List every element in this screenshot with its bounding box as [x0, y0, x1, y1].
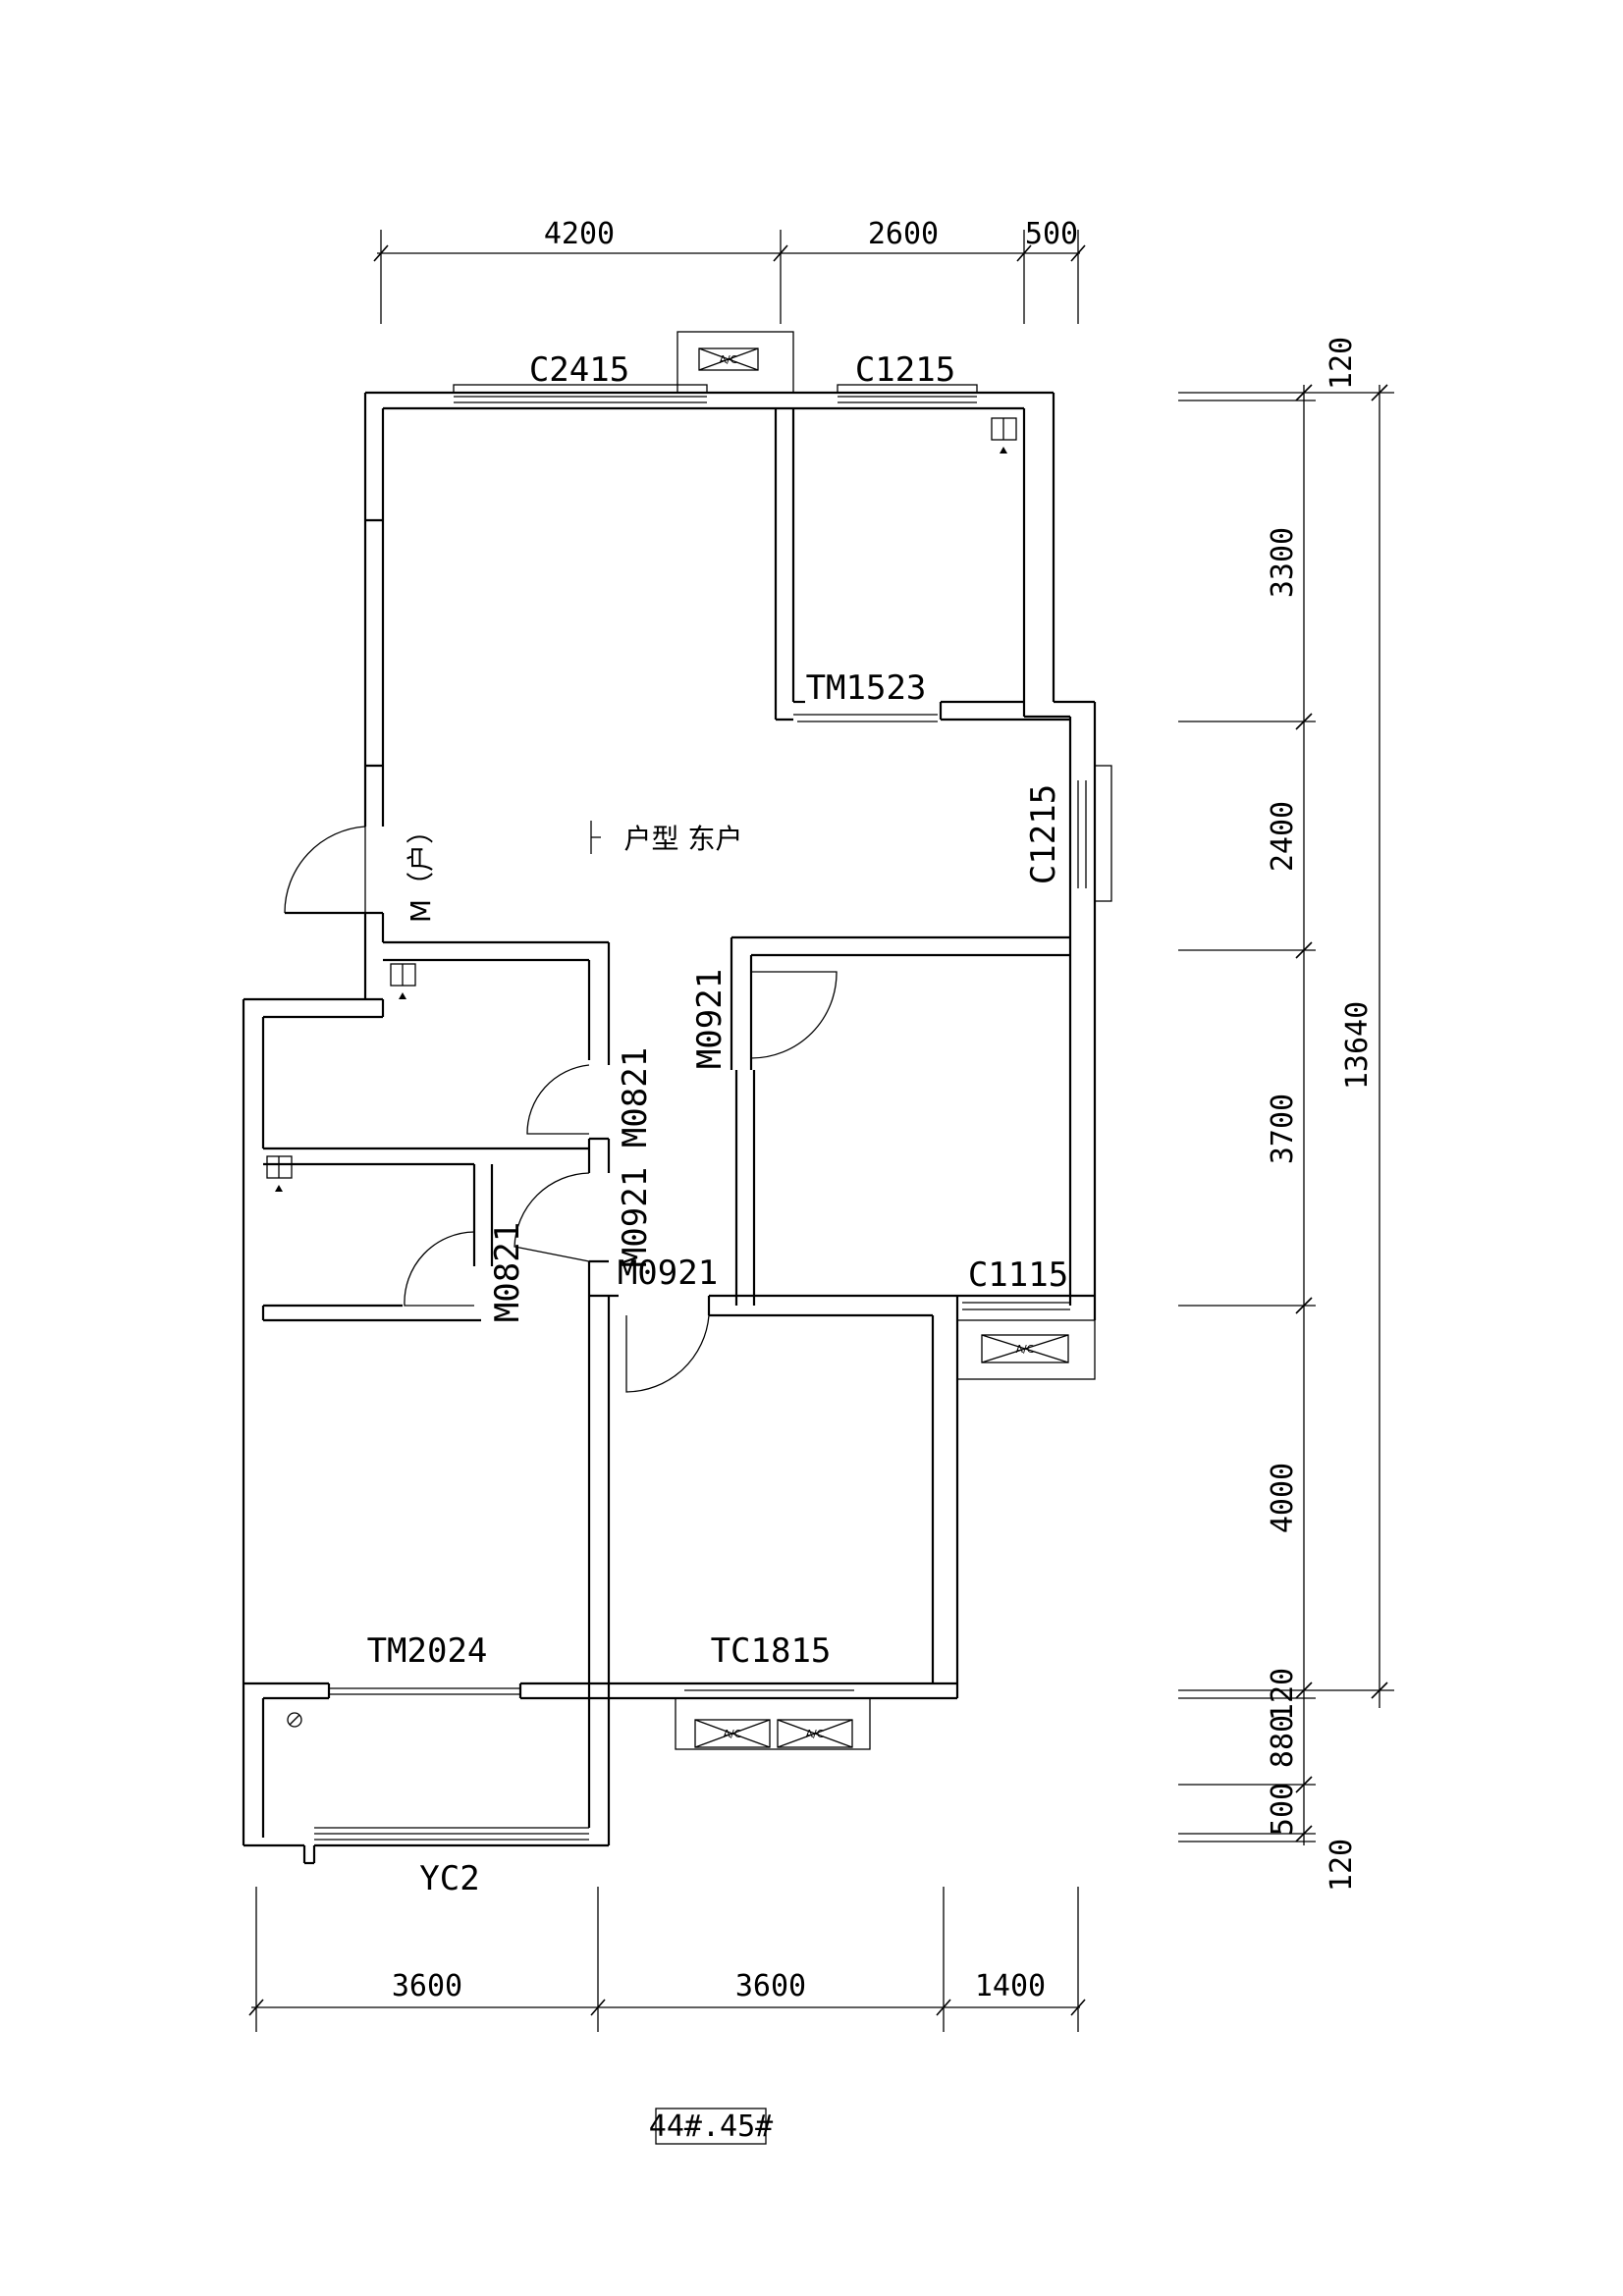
- label-entrance-door: M（户）: [405, 817, 437, 923]
- entrance-door: [284, 826, 366, 914]
- building-ref-text: 44#.45#: [649, 2109, 773, 2144]
- label-m0921-bedroom2: M0921: [690, 969, 730, 1069]
- label-c2415: C2415: [529, 350, 629, 390]
- dim-top-1: 4200: [544, 217, 615, 251]
- door-m0921-bath: [514, 1172, 590, 1262]
- window-c1215-top: [837, 384, 978, 403]
- duct-shaft-bath: [266, 1155, 293, 1192]
- dim-right-8: 500: [1266, 1783, 1300, 1836]
- window-c2415: [453, 384, 708, 403]
- label-m0821-kitchen: M0821: [616, 1047, 655, 1148]
- ac-label: A/C: [724, 1728, 742, 1740]
- sliding-door-tm1523: [793, 714, 938, 722]
- dim-right-3: 2400: [1266, 801, 1300, 872]
- ac-label: A/C: [720, 353, 738, 366]
- window-tc1815: [675, 1682, 871, 1750]
- label-tc1815: TC1815: [711, 1631, 832, 1671]
- ac-label: A/C: [1016, 1343, 1035, 1356]
- ac-unit-right: A/C: [956, 1319, 1096, 1380]
- label-m0821-wc: M0821: [488, 1222, 527, 1322]
- dim-right-6: 120: [1266, 1668, 1300, 1721]
- ac-label: A/C: [806, 1728, 825, 1740]
- door-m0821-wc: [404, 1231, 475, 1307]
- dim-right-9: 120: [1325, 1839, 1359, 1892]
- label-tm2024: TM2024: [367, 1631, 488, 1671]
- door-m0921-bedroom2: [750, 971, 838, 1059]
- dim-right-total: 13640: [1340, 1001, 1375, 1090]
- dim-bottom-3: 1400: [975, 1969, 1046, 2003]
- ac-unit-top: A/C: [676, 331, 794, 394]
- dim-right-5: 4000: [1266, 1463, 1300, 1533]
- sliding-door-tm2024: [329, 1687, 520, 1695]
- dim-right-2: 3300: [1266, 527, 1300, 598]
- unit-type-label: 户型 东户: [590, 821, 743, 855]
- window-c1115: [962, 1295, 1070, 1310]
- label-c1215-right: C1215: [1024, 784, 1063, 884]
- dim-top-3: 500: [1025, 217, 1078, 251]
- ac-unit-south: A/C A/C: [694, 1719, 853, 1748]
- dim-top-2: 2600: [868, 217, 939, 251]
- duct-shaft-bedroom1: [991, 417, 1017, 454]
- drain-pipe-balcony: [287, 1712, 302, 1728]
- window-c1215-right: [1077, 765, 1112, 902]
- dim-bottom-2: 3600: [735, 1969, 806, 2003]
- label-c1115: C1115: [968, 1255, 1068, 1295]
- building-reference: 44#.45#: [649, 2108, 773, 2145]
- dim-right-4: 3700: [1266, 1094, 1300, 1164]
- label-m0921-bath: M0921: [616, 1167, 655, 1267]
- unit-type-text: 户型 东户: [624, 823, 743, 855]
- label-yc2: YC2: [419, 1859, 479, 1898]
- top-dimension-chain: 4200 2600 500: [373, 217, 1086, 324]
- label-c1215-top: C1215: [855, 350, 955, 390]
- bottom-dimension-chain: 3600 3600 1400: [248, 1887, 1086, 2032]
- label-m0921-bedroom3: M0921: [618, 1254, 718, 1293]
- door-m0921-bedroom3: [625, 1314, 710, 1393]
- duct-shaft-kitchen: [390, 963, 416, 999]
- dim-right-1: 120: [1325, 337, 1359, 390]
- door-m0821-kitchen: [526, 1064, 590, 1135]
- label-tm1523: TM1523: [806, 668, 927, 708]
- dim-right-7: 880: [1266, 1715, 1300, 1768]
- right-dimension-chain: 120 3300 2400 3700 4000 120 880 500 120 …: [1178, 337, 1394, 1892]
- dim-bottom-1: 3600: [392, 1969, 462, 2003]
